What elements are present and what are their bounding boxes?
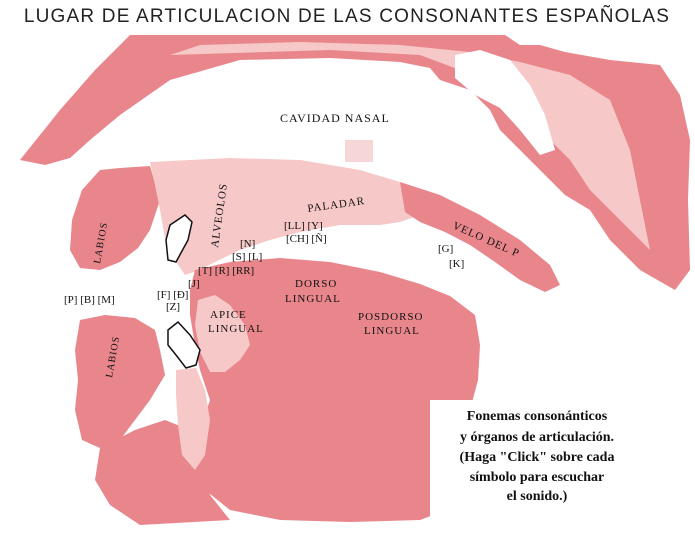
- symbol-f-d[interactable]: [F] [Ð]: [157, 289, 188, 301]
- label-posdorso-1: POSDORSO: [358, 311, 423, 323]
- label-apice-2: LINGUAL: [208, 323, 264, 335]
- label-posdorso-2: LINGUAL: [364, 325, 420, 337]
- caption-line-2: y órganos de articulación.: [460, 430, 614, 445]
- symbol-n[interactable]: [N]: [240, 238, 255, 250]
- page-title: LUGAR DE ARTICULACION DE LAS CONSONANTES…: [24, 5, 670, 27]
- caption-line-5: el sonido.): [507, 489, 568, 504]
- symbol-k[interactable]: [K]: [449, 258, 464, 270]
- label-dorso-1: DORSO: [295, 278, 337, 290]
- symbol-s-l[interactable]: [S] [L]: [232, 251, 262, 263]
- symbol-g[interactable]: [G]: [438, 243, 453, 255]
- caption-line-4: símbolo para escuchar: [470, 470, 605, 485]
- label-cavidad-nasal: CAVIDAD NASAL: [280, 111, 390, 125]
- nasal-patch: [345, 140, 373, 162]
- symbol-ll-y[interactable]: [LL] [Y]: [284, 220, 323, 232]
- caption-line-1: Fonemas consonánticos: [467, 409, 608, 424]
- alveolar-ridge: [150, 158, 430, 275]
- label-apice-1: APICE: [210, 309, 247, 321]
- upper-incisor-gap: [150, 228, 162, 272]
- label-dorso-2: LINGUAL: [285, 293, 341, 305]
- symbol-p-b-m[interactable]: [P] [B] [M]: [64, 294, 115, 306]
- symbol-j[interactable]: [J]: [188, 278, 200, 290]
- symbol-t-r-rr[interactable]: [T] [R] [RR]: [198, 265, 254, 277]
- symbol-z[interactable]: [Z]: [166, 301, 180, 313]
- caption-line-3: (Haga "Click" sobre cada: [460, 450, 615, 465]
- symbol-ch-nn[interactable]: [CH] [Ñ]: [286, 233, 327, 245]
- upper-lip: [70, 166, 160, 270]
